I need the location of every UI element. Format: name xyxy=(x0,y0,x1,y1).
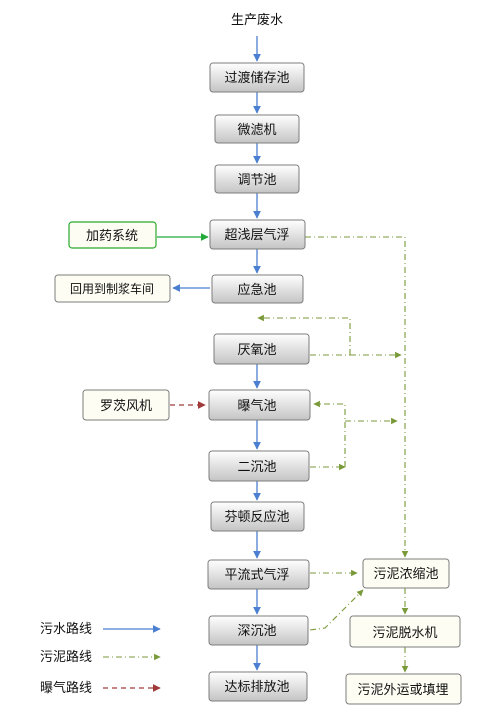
svg-text:回用到制浆车间: 回用到制浆车间 xyxy=(70,281,154,296)
sludge-line-daf-to-thickener xyxy=(305,236,409,558)
water-route-lines xyxy=(172,36,261,671)
svg-text:深沉池: 深沉池 xyxy=(237,624,276,639)
node-sludge-disposal: 污泥外运或填埋 xyxy=(345,673,462,705)
main-flow-boxes: 过渡储存池 微滤机 调节池 超浅层气浮 应急池 厌氧池 曝气池 二沉池 xyxy=(207,62,311,702)
legend: 污水路线 污泥路线 曝气路线 xyxy=(40,621,161,696)
node-discharge-tank: 达标排放池 xyxy=(208,671,308,702)
sludge-route-lines xyxy=(257,236,409,673)
node-emergency-tank: 应急池 xyxy=(211,274,304,304)
svg-text:调节池: 调节池 xyxy=(237,173,276,188)
node-sludge-thickener: 污泥浓缩池 xyxy=(362,558,450,589)
svg-text:厌氧池: 厌氧池 xyxy=(237,343,276,358)
node-anaerobic-tank: 厌氧池 xyxy=(213,333,310,365)
node-ultra-shallow-daf: 超浅层气浮 xyxy=(209,219,306,250)
legend-sludge-label: 污泥路线 xyxy=(40,649,92,665)
svg-text:微滤机: 微滤机 xyxy=(237,123,276,138)
svg-text:二沉池: 二沉池 xyxy=(237,460,276,475)
svg-text:污泥浓缩池: 污泥浓缩池 xyxy=(373,566,438,582)
node-fenton-reactor: 芬顿反应池 xyxy=(210,501,305,532)
svg-text:超浅层气浮: 超浅层气浮 xyxy=(224,227,289,243)
svg-text:过渡储存池: 过渡储存池 xyxy=(224,70,289,86)
svg-text:达标排放池: 达标排放池 xyxy=(224,680,289,695)
node-secondary-clarifier: 二沉池 xyxy=(208,450,310,482)
node-aeration-tank: 曝气池 xyxy=(208,389,311,421)
sludge-return-to-aeration xyxy=(313,400,346,467)
node-microfilter: 微滤机 xyxy=(214,114,300,144)
svg-text:罗茨风机: 罗茨风机 xyxy=(100,399,152,414)
svg-text:污泥外运或填埋: 污泥外运或填埋 xyxy=(357,683,448,698)
node-advection-flotation: 平流式气浮 xyxy=(207,559,310,590)
svg-text:平流式气浮: 平流式气浮 xyxy=(224,567,289,583)
source-label: 生产废水 xyxy=(231,12,283,28)
node-sludge-dewatering: 污泥脱水机 xyxy=(349,615,461,648)
node-equalization-tank: 调节池 xyxy=(214,164,300,194)
node-deep-settling-tank: 深沉池 xyxy=(208,615,309,646)
svg-text:加药系统: 加药系统 xyxy=(86,229,138,244)
sludge-line-settling-to-thickener xyxy=(309,589,364,631)
node-buffer-tank: 过渡储存池 xyxy=(209,62,305,93)
node-reuse-pulping: 回用到制浆车间 xyxy=(54,274,171,303)
node-dosing-system: 加药系统 xyxy=(68,221,157,249)
node-roots-blower: 罗茨风机 xyxy=(82,389,170,421)
svg-text:芬顿反应池: 芬顿反应池 xyxy=(224,509,289,525)
svg-text:曝气池: 曝气池 xyxy=(237,398,276,414)
legend-water-label: 污水路线 xyxy=(40,621,92,637)
svg-text:应急池: 应急池 xyxy=(237,282,276,298)
legend-air-label: 曝气路线 xyxy=(40,680,92,696)
svg-text:污泥脱水机: 污泥脱水机 xyxy=(372,626,437,641)
